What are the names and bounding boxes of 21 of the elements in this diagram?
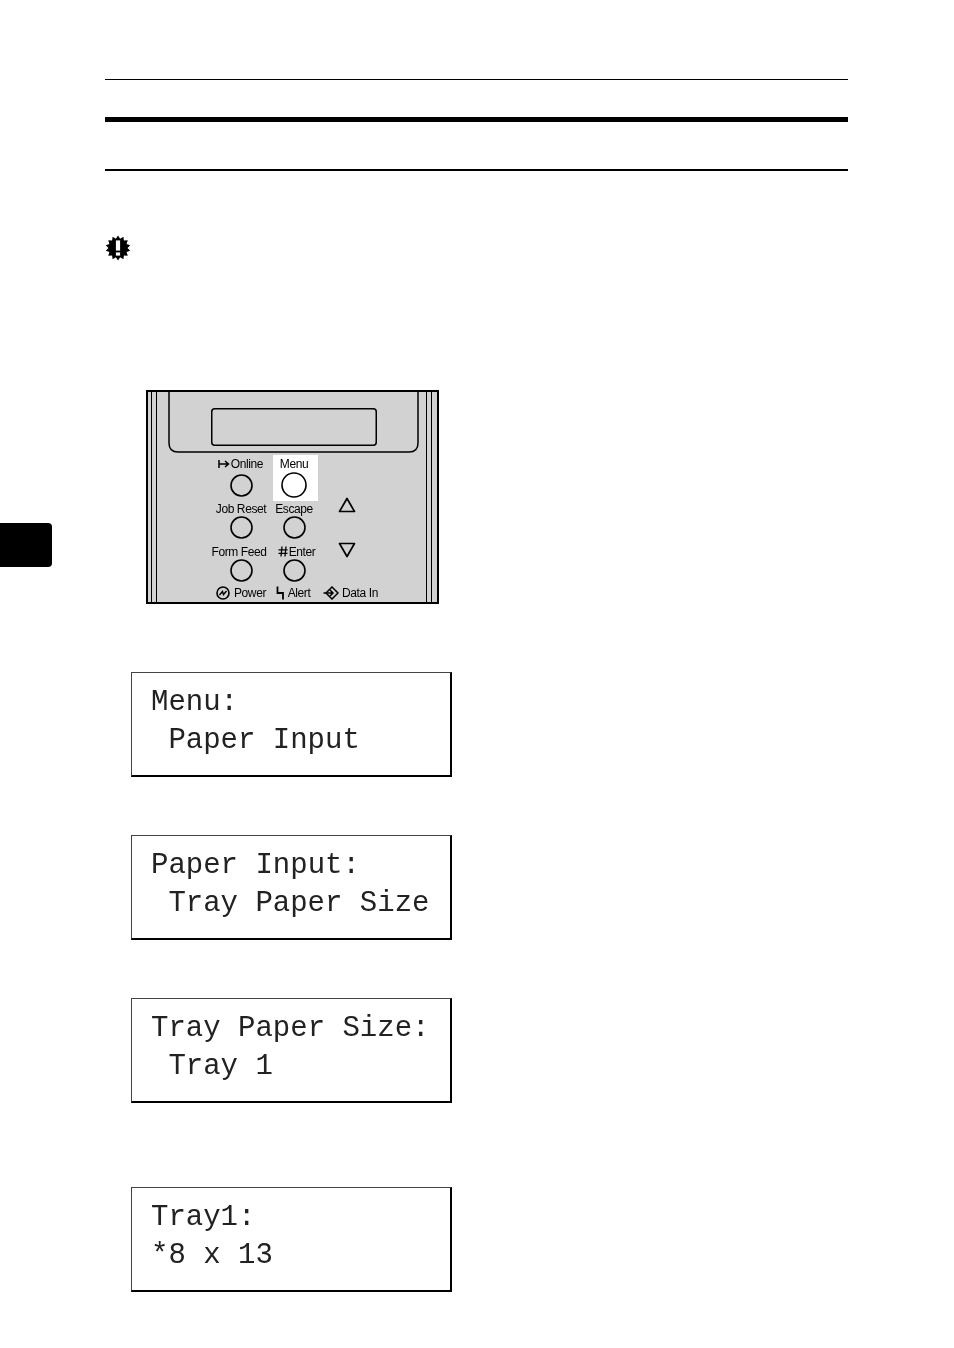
button-label: Enter bbox=[288, 545, 316, 559]
display-screen bbox=[131, 998, 452, 1103]
menu-heading: Tray Paper Size: bbox=[151, 1014, 430, 1043]
button-label: Menu bbox=[279, 457, 309, 471]
button-label: Escape bbox=[275, 502, 313, 516]
button-label: Alert bbox=[287, 586, 311, 600]
display-screen bbox=[131, 1187, 452, 1292]
button-label: Online bbox=[230, 457, 264, 471]
menu-heading: Paper Input: bbox=[151, 851, 360, 880]
menu-value: *8 x 13 bbox=[151, 1241, 273, 1270]
button-label: Form Feed bbox=[211, 545, 267, 559]
menu-heading: Tray1: bbox=[151, 1203, 256, 1232]
display-screen bbox=[131, 672, 452, 777]
button-label: Job Reset bbox=[215, 502, 267, 516]
button-label: Power bbox=[234, 586, 266, 600]
button-label: Data In bbox=[342, 586, 378, 600]
display-screen bbox=[131, 835, 452, 940]
menu-value: Tray Paper Size bbox=[168, 889, 430, 918]
menu-value: Paper Input bbox=[168, 726, 360, 755]
menu-value: Tray 1 bbox=[168, 1052, 273, 1081]
menu-heading: Menu: bbox=[151, 688, 238, 717]
